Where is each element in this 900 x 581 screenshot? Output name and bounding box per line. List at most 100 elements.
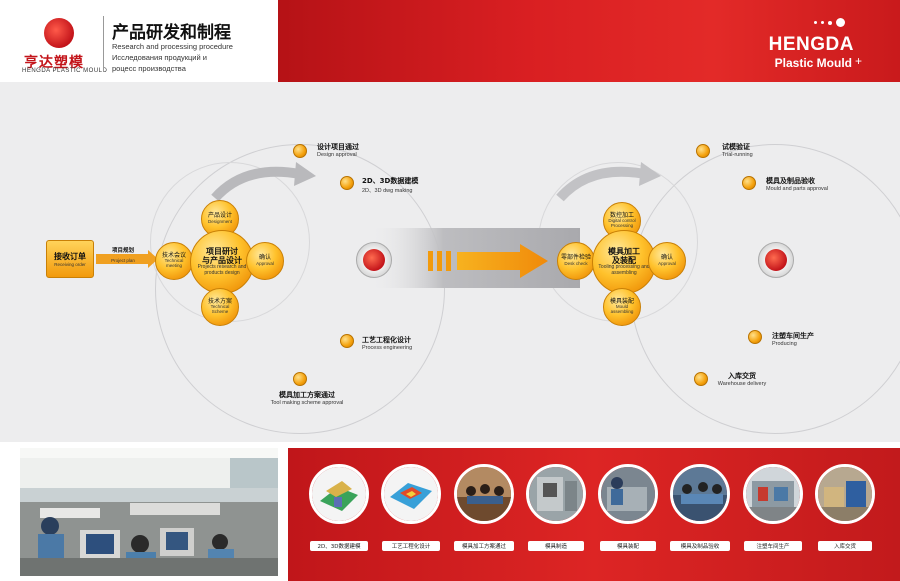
caption-process-design: 工艺工程化设计 bbox=[382, 541, 440, 551]
caption-mould-manufacturing: 模具制造 bbox=[528, 541, 584, 551]
parts-approval-en: Mould and parts approval bbox=[766, 186, 829, 192]
caption-2d3d-modeling: 2D、3D数据建模 bbox=[310, 541, 368, 551]
tooling-processing-cn2: 及装配 bbox=[612, 255, 636, 265]
digital-control-en: Digital control Processing bbox=[608, 218, 636, 229]
decorative-dots-icon bbox=[810, 14, 845, 32]
header-red-banner: HENGDA Plastic Mould + bbox=[278, 0, 900, 82]
design-approval-en: Design approval bbox=[317, 152, 357, 158]
process-photo-strip: 2D、3D数据建模 工艺工程化设计 模具加工方案通过 模具制造 模具装配 模具及… bbox=[288, 448, 900, 581]
approval-orb-right: 确认 Approval bbox=[648, 242, 686, 280]
step-process-engineering: 工艺工程化设计 Process engineering bbox=[362, 335, 412, 351]
step-dot-trial-running bbox=[696, 144, 710, 158]
design-approval-cn: 设计项目通过 bbox=[317, 143, 359, 151]
tooling-processing-en: Tooling processing and assembling bbox=[598, 264, 650, 276]
technical-meeting-en: Technical meeting bbox=[164, 258, 184, 269]
step-dot-process-engineering bbox=[340, 334, 354, 348]
technical-scheme-en: Technical Scheme bbox=[210, 304, 230, 315]
thumb-mould-manufacturing bbox=[526, 464, 586, 524]
thumb-injection-workshop bbox=[743, 464, 803, 524]
thumb-tool-scheme-meeting bbox=[454, 464, 514, 524]
producing-cn: 注塑车间生产 bbox=[772, 332, 814, 340]
approval-right-cn: 确认 bbox=[660, 254, 673, 262]
dwg-making-en: 2D、3D dwg making bbox=[362, 188, 413, 194]
thumb-mould-assembling bbox=[598, 464, 658, 524]
designment-en: Designment bbox=[207, 218, 232, 224]
brand-name: HENGDA bbox=[768, 34, 854, 55]
caption-mould-assembling: 模具装配 bbox=[600, 541, 656, 551]
thumb-2d3d-modeling bbox=[309, 464, 369, 524]
technical-scheme-orb: 技术方案 Technical Scheme bbox=[201, 288, 239, 326]
project-plan-en: Project plan bbox=[111, 258, 135, 263]
step-tool-scheme: 模具加工方案通过 Tool making scheme approval bbox=[262, 390, 352, 406]
subtitle-english: Research and processing procedure bbox=[112, 42, 233, 51]
trial-running-cn: 试模验证 bbox=[722, 143, 750, 151]
warehouse-delivery-en: Warehouse delivery bbox=[717, 381, 767, 387]
tool-scheme-en: Tool making scheme approval bbox=[270, 400, 344, 406]
mould-assembling-en: Mould assembling bbox=[610, 304, 634, 315]
caption-injection-workshop: 注塑车间生产 bbox=[744, 541, 802, 551]
page-title: 产品研发和制程 bbox=[112, 23, 231, 43]
header-divider bbox=[103, 16, 104, 72]
subtitle-russian-1: Исследования продукций и bbox=[112, 53, 207, 62]
desk-check-en: Desk check bbox=[564, 260, 588, 266]
receiving-order-box: 接收订单 Receiving order bbox=[46, 240, 94, 278]
trial-running-en: Trial-running bbox=[722, 152, 753, 158]
step-dot-dwg-making bbox=[340, 176, 354, 190]
approval-left-cn: 确认 bbox=[258, 254, 271, 262]
start-label-cn: 接收订单 bbox=[54, 252, 86, 261]
thumb-process-design bbox=[381, 464, 441, 524]
step-trial-running: 试模验证 Trial-running bbox=[722, 142, 753, 158]
step-parts-approval: 模具及制品验收 Mould and parts approval bbox=[766, 176, 828, 192]
step-dot-warehouse-delivery bbox=[694, 372, 708, 386]
step-warehouse-delivery: 入库交货 Warehouse delivery bbox=[712, 371, 772, 387]
technical-meeting-cn: 技术会议 bbox=[161, 251, 186, 259]
brand-plus-mark: + bbox=[854, 54, 862, 68]
header-left-panel: 亨达塑模 HENGDA PLASTIC MOULD 产品研发和制程 Resear… bbox=[0, 0, 278, 82]
mould-assembling-cn: 模具装配 bbox=[609, 297, 634, 305]
digital-control-cn: 数控加工 bbox=[609, 211, 634, 219]
technical-meeting-orb: 技术会议 Technical meeting bbox=[155, 242, 193, 280]
process-diagram: 接收订单 Receiving order 项目规划 Project plan 产… bbox=[0, 82, 900, 442]
step-dot-design-approval bbox=[293, 144, 307, 158]
mould-assembling-orb: 模具装配 Mould assembling bbox=[603, 288, 641, 326]
technical-scheme-cn: 技术方案 bbox=[207, 297, 232, 305]
thumb-parts-approval bbox=[670, 464, 730, 524]
left-hub-icon bbox=[356, 242, 392, 278]
logo-english-name: HENGDA PLASTIC MOULD bbox=[22, 68, 108, 74]
office-photo bbox=[20, 448, 278, 576]
caption-tool-scheme: 模具加工方案通过 bbox=[454, 541, 514, 551]
tool-scheme-cn: 模具加工方案通过 bbox=[279, 391, 335, 399]
approval-left-en: Approval bbox=[256, 260, 274, 266]
desk-check-orb: 零部件检验 Desk check bbox=[557, 242, 595, 280]
designment-cn: 产品设计 bbox=[207, 212, 232, 220]
project-research-orb: 项目研讨 与产品设计 Projects research and product… bbox=[190, 230, 254, 294]
step-dot-tool-scheme bbox=[293, 372, 307, 386]
hengda-logo-icon bbox=[44, 18, 74, 48]
start-label-en: Receiving order bbox=[54, 262, 86, 267]
producing-en: Producing bbox=[772, 341, 797, 347]
parts-approval-cn: 模具及制品验收 bbox=[766, 177, 815, 185]
process-engineering-cn: 工艺工程化设计 bbox=[362, 336, 411, 344]
project-plan-label: 项目规划 Project plan bbox=[102, 246, 144, 263]
step-producing: 注塑车间生产 Producing bbox=[772, 331, 814, 347]
project-plan-cn: 项目规划 bbox=[111, 248, 134, 254]
process-engineering-en: Process engineering bbox=[362, 345, 413, 351]
step-dot-producing bbox=[748, 330, 762, 344]
flow-arrows bbox=[96, 162, 661, 288]
caption-parts-approval: 模具及制品验收 bbox=[670, 541, 730, 551]
project-research-cn2: 与产品设计 bbox=[202, 255, 242, 265]
project-research-en: Projects research and products design bbox=[197, 264, 247, 276]
caption-warehouse-delivery: 入库交货 bbox=[818, 541, 872, 551]
step-dwg-making: 2D、3D数据建模 2D、3D dwg making bbox=[362, 176, 418, 194]
right-hub-icon bbox=[758, 242, 794, 278]
step-design-approval: 设计项目通过 Design approval bbox=[317, 142, 359, 158]
approval-right-en: Approval bbox=[658, 260, 676, 266]
step-dot-parts-approval bbox=[742, 176, 756, 190]
dwg-making-cn: 2D、3D数据建模 bbox=[362, 177, 419, 185]
desk-check-cn: 零部件检验 bbox=[560, 254, 591, 262]
tooling-processing-orb: 模具加工 及装配 Tooling processing and assembli… bbox=[592, 230, 656, 294]
tooling-processing-cn1: 模具加工 bbox=[608, 246, 640, 256]
office-photo-image bbox=[20, 448, 278, 576]
approval-orb-left: 确认 Approval bbox=[246, 242, 284, 280]
project-research-cn1: 项目研讨 bbox=[206, 246, 238, 256]
